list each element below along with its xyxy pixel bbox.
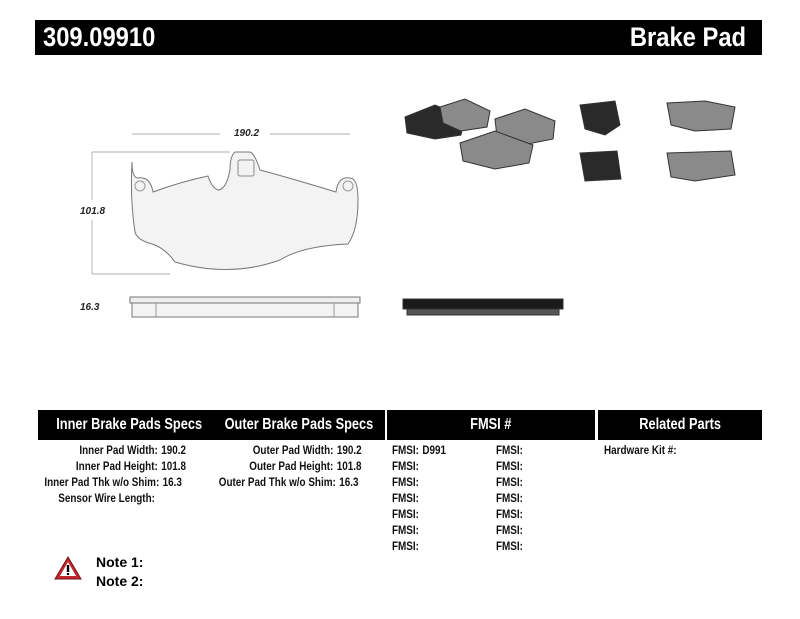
thickness-dimension: 16.3 — [80, 302, 100, 313]
spec-value: 16.3 — [162, 477, 182, 489]
spec-value: 101.8 — [337, 461, 362, 473]
fmsi-row: FMSI: — [392, 492, 422, 506]
outer-spec-row: Outer Pad Height:101.8 — [250, 460, 362, 474]
spec-value: 190.2 — [337, 445, 362, 457]
spec-value: D991 — [422, 445, 447, 457]
spec-value: 101.8 — [161, 461, 186, 473]
related-part-row: Hardware Kit #: — [604, 444, 680, 458]
spec-label: Sensor Wire Length: — [57, 493, 155, 505]
spec-label: FMSI: — [392, 541, 419, 553]
spec-label: Inner Pad Thk w/o Shim: — [44, 477, 160, 489]
spec-label: Outer Pad Width: — [253, 445, 334, 457]
outer-specs-header: Outer Brake Pads Specs — [206, 410, 385, 440]
inner-spec-row: Inner Pad Height:101.8 — [76, 460, 186, 474]
fmsi-row: FMSI: — [392, 508, 422, 522]
fmsi-row: FMSI: — [496, 540, 526, 554]
inner-specs-header: Inner Brake Pads Specs — [38, 410, 206, 440]
note-2: Note 2: — [96, 573, 143, 590]
part-number: 309.09910 — [43, 22, 156, 52]
spec-label: Outer Pad Thk w/o Shim: — [218, 477, 336, 489]
outer-spec-row: Outer Pad Thk w/o Shim:16.3 — [218, 476, 358, 490]
height-dimension: 101.8 — [80, 206, 106, 217]
spec-label: FMSI: — [496, 525, 523, 537]
product-type: Brake Pad — [629, 22, 746, 52]
fmsi-row: FMSI: — [496, 460, 526, 474]
note-1: Note 1: — [96, 554, 143, 571]
product-photos — [402, 98, 736, 316]
fmsi-header-text: FMSI # — [470, 416, 512, 433]
fmsi-row: FMSI: — [496, 492, 526, 506]
pad-drawing — [91, 133, 361, 318]
fmsi-header: FMSI # — [387, 410, 595, 440]
spec-label: FMSI: — [392, 493, 419, 505]
fmsi-row: FMSI:D991 — [392, 444, 446, 458]
title-bar: 309.09910 Brake Pad — [35, 20, 762, 55]
related-parts-header-text: Related Parts — [639, 416, 721, 433]
spec-label: FMSI: — [392, 509, 419, 521]
fmsi-row: FMSI: — [496, 444, 526, 458]
spec-label: FMSI: — [392, 445, 419, 457]
spec-label: Inner Pad Height: — [75, 461, 158, 473]
width-dimension: 190.2 — [234, 128, 260, 139]
note-label: Note 1: — [96, 554, 144, 570]
outer-spec-row: Outer Pad Width:190.2 — [253, 444, 362, 458]
spec-label: Outer Pad Height: — [249, 461, 334, 473]
related-parts-header: Related Parts — [598, 410, 762, 440]
spec-value: 190.2 — [161, 445, 186, 457]
fmsi-row: FMSI: — [496, 524, 526, 538]
spec-label: FMSI: — [392, 525, 419, 537]
note-label: Note 2: — [96, 573, 144, 589]
spec-label: Inner Pad Width: — [79, 445, 158, 457]
inner-spec-row: Inner Pad Thk w/o Shim:16.3 — [44, 476, 182, 490]
warning-icon — [54, 556, 82, 580]
spec-label: FMSI: — [392, 461, 419, 473]
fmsi-row: FMSI: — [392, 540, 422, 554]
fmsi-row: FMSI: — [392, 476, 422, 490]
inner-spec-row: Inner Pad Width:190.2 — [79, 444, 186, 458]
spec-label: FMSI: — [496, 509, 523, 521]
spec-label: FMSI: — [496, 541, 523, 553]
spec-label: FMSI: — [496, 445, 523, 457]
spec-label: FMSI: — [496, 493, 523, 505]
outer-specs-header-text: Outer Brake Pads Specs — [224, 416, 374, 433]
fmsi-row: FMSI: — [496, 508, 526, 522]
fmsi-row: FMSI: — [496, 476, 526, 490]
inner-spec-row: Sensor Wire Length: — [58, 492, 158, 506]
spec-label: FMSI: — [496, 477, 523, 489]
inner-specs-header-text: Inner Brake Pads Specs — [56, 416, 203, 433]
spec-value: 16.3 — [338, 477, 358, 489]
spec-label: Hardware Kit #: — [604, 445, 677, 457]
spec-label: FMSI: — [392, 477, 419, 489]
spec-label: FMSI: — [496, 461, 523, 473]
fmsi-row: FMSI: — [392, 460, 422, 474]
fmsi-row: FMSI: — [392, 524, 422, 538]
